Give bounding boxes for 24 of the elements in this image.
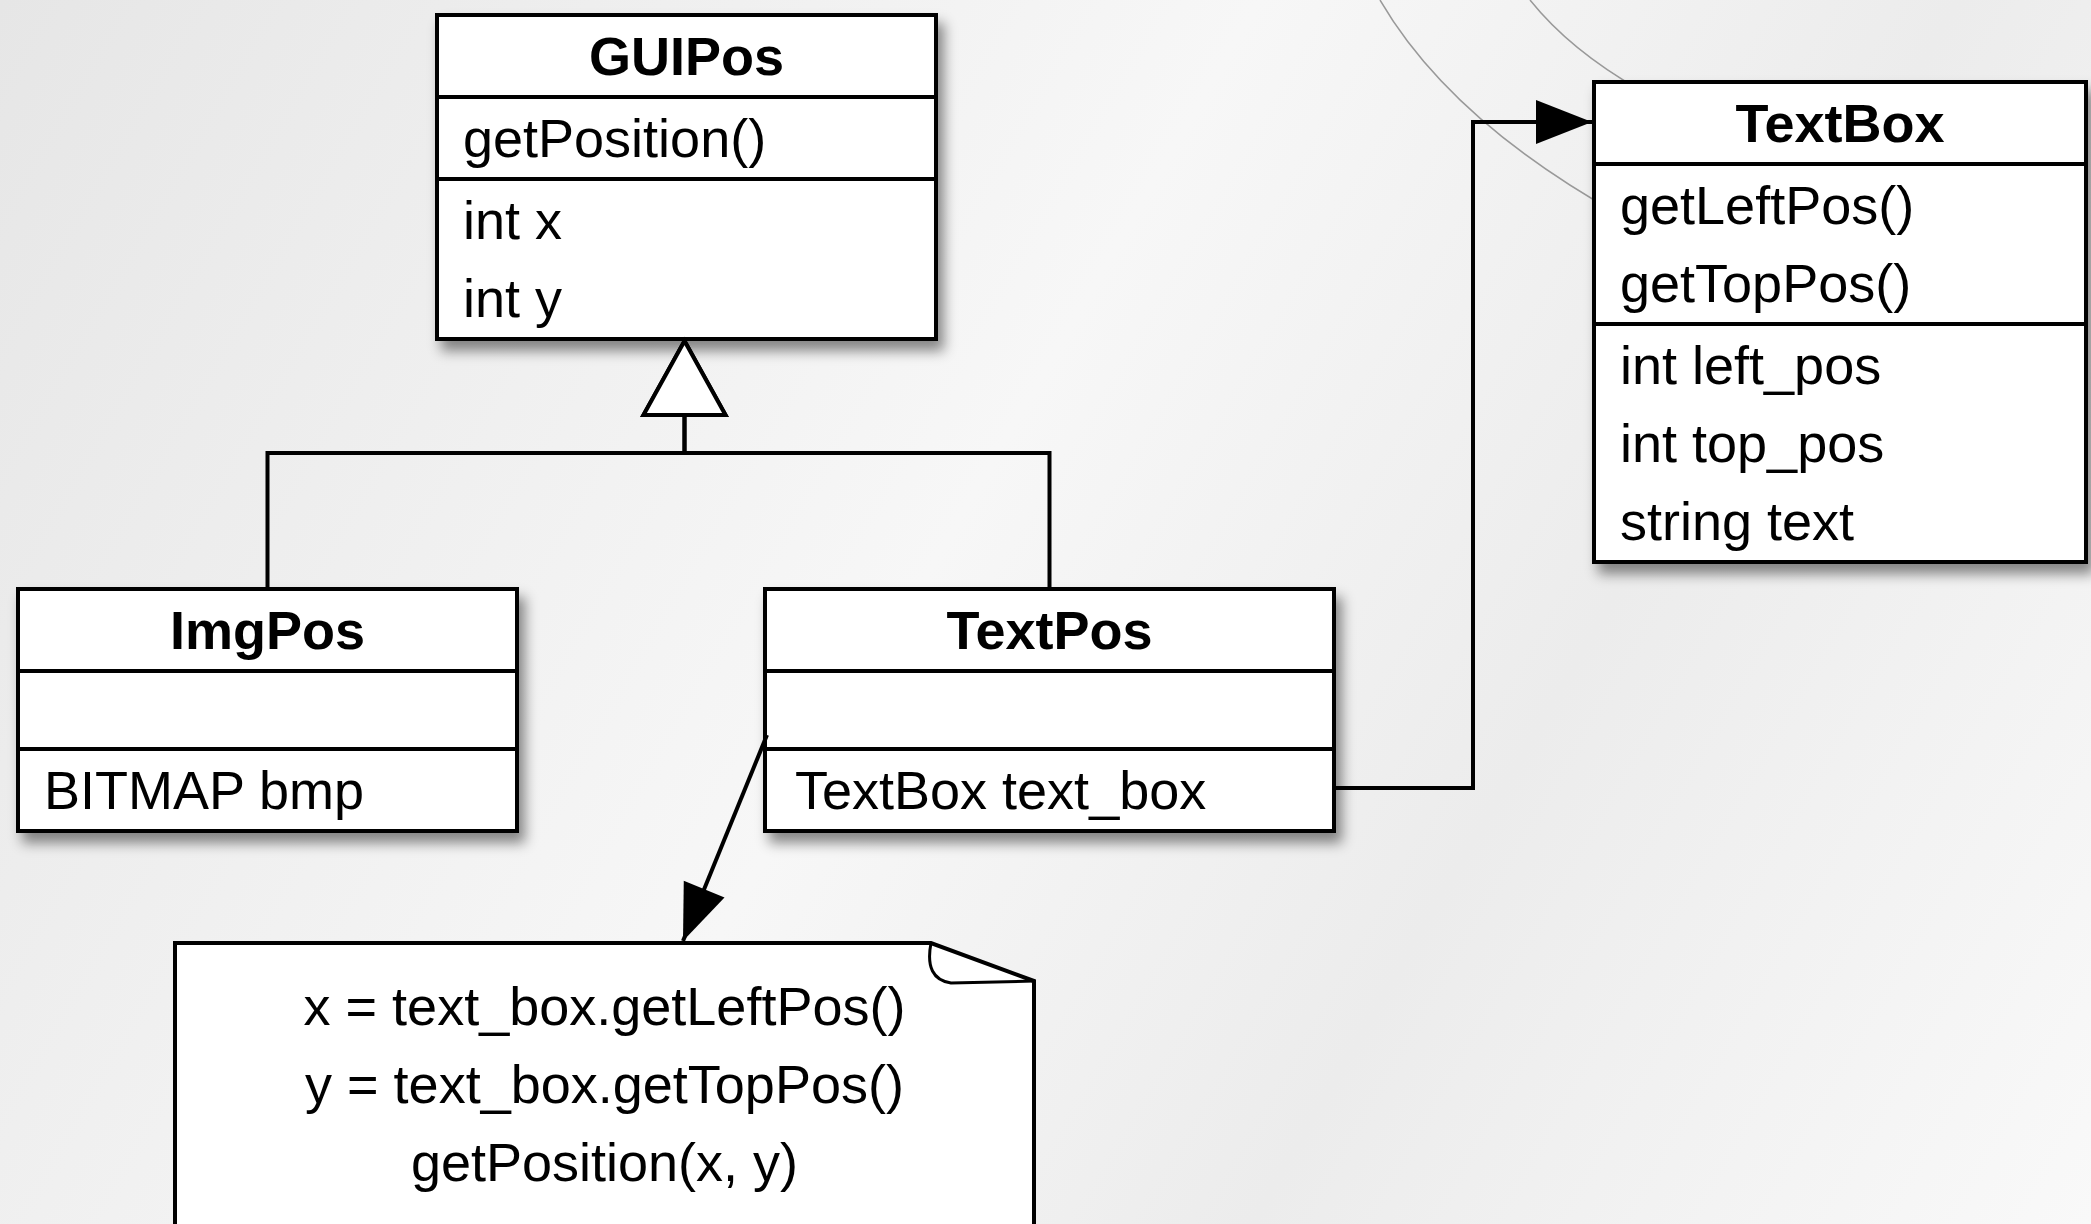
class-member: string text bbox=[1619, 490, 1856, 553]
class-member: int y bbox=[462, 267, 564, 330]
note-text: y = text_box.getTopPos() bbox=[304, 1053, 905, 1116]
class-name: GUIPos bbox=[587, 25, 785, 88]
note-text: getPosition(x, y) bbox=[409, 1131, 800, 1194]
class-member: TextBox text_box bbox=[794, 759, 1208, 822]
note-arrow bbox=[681, 734, 769, 942]
class-box bbox=[435, 13, 938, 341]
class-box bbox=[1592, 80, 2088, 564]
class-name: ImgPos bbox=[168, 599, 366, 662]
class-member: getPosition() bbox=[462, 107, 768, 170]
class-member: getTopPos() bbox=[1619, 252, 1913, 315]
class-name: TextBox bbox=[1734, 92, 1946, 155]
inheritance-arrow bbox=[641, 339, 1052, 587]
class-box bbox=[763, 587, 1336, 833]
class-box bbox=[16, 587, 519, 833]
note-text: x = text_box.getLeftPos() bbox=[302, 975, 907, 1038]
class-member: int top_pos bbox=[1619, 412, 1886, 475]
class-name: TextPos bbox=[945, 599, 1154, 662]
class-member: int x bbox=[462, 189, 564, 252]
class-member: getLeftPos() bbox=[1619, 174, 1916, 237]
class-member: BITMAP bmp bbox=[43, 759, 366, 822]
note-box bbox=[173, 941, 1036, 1224]
class-member: int left_pos bbox=[1619, 334, 1883, 397]
